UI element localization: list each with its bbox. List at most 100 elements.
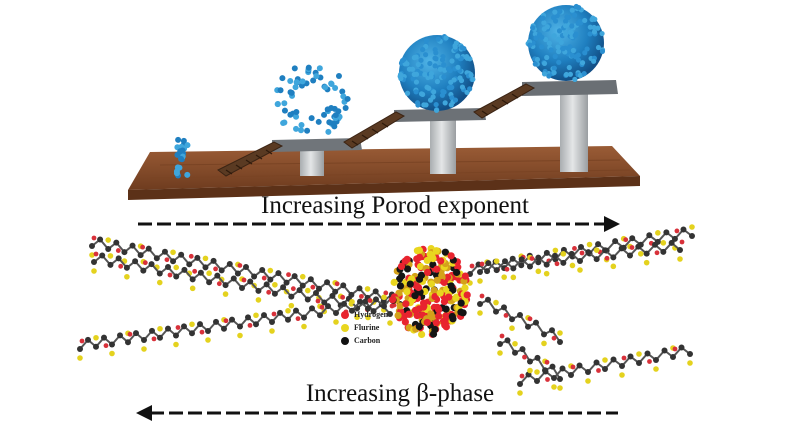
particle (591, 24, 597, 31)
atom (398, 272, 406, 280)
fluorine-atom (124, 273, 130, 280)
fluorine-atom (333, 319, 339, 325)
fluorine-atom (602, 357, 608, 363)
hydrogen-atom (151, 336, 157, 342)
carbon-atom (189, 330, 195, 337)
carbon-atom (251, 273, 258, 280)
particle (575, 57, 582, 63)
fluorine-atom (354, 314, 360, 321)
particle (567, 71, 574, 77)
carbon-atom (329, 292, 336, 299)
fluorine-atom (285, 307, 291, 314)
particle (422, 52, 429, 58)
atom (401, 257, 409, 265)
carbon-atom (518, 256, 525, 263)
particle (595, 25, 601, 31)
atom (423, 318, 431, 327)
particle (579, 60, 586, 66)
carbon-atom (161, 248, 168, 255)
legend-item-fluorine: Flurine (341, 321, 388, 334)
carbon-atom (629, 235, 636, 242)
carbon-atom (156, 270, 163, 277)
fluorine-atom (156, 279, 163, 286)
particle (339, 88, 346, 95)
fluorine-atom (653, 366, 659, 372)
carbon-atom (578, 244, 584, 250)
carbon-atom (497, 341, 503, 347)
particle (298, 127, 305, 134)
particle (567, 44, 573, 50)
fluorine-atom (349, 298, 355, 305)
fluorine-atom (637, 250, 644, 257)
particle (544, 54, 550, 61)
fluorine-atom (687, 360, 693, 366)
particle (310, 77, 317, 84)
carbon-atom (275, 270, 282, 277)
carbon-atom (315, 285, 322, 292)
carbon-atom (485, 260, 492, 267)
carbon-atom (646, 232, 653, 239)
carbon-atom (663, 229, 670, 236)
particle (174, 164, 181, 171)
particle (431, 89, 437, 95)
hydrogen-atom (237, 263, 243, 268)
carbon-atom (299, 282, 306, 289)
particle (590, 15, 596, 21)
carbon-atom (519, 346, 526, 353)
particle (556, 59, 562, 65)
particle (441, 74, 447, 80)
particle (582, 50, 588, 56)
carbon-atom (304, 296, 311, 303)
carbon-atom (493, 267, 500, 274)
porod-arrow (138, 216, 620, 232)
particle (599, 30, 605, 37)
carbon-atom (307, 276, 314, 283)
atom (432, 271, 441, 279)
carbon-atom (518, 262, 525, 269)
fluorine-atom (93, 334, 99, 341)
carbon-atom (259, 267, 266, 274)
atom (452, 294, 460, 302)
carbon-atom (678, 344, 685, 351)
fluorine-atom (509, 325, 515, 332)
hydrogen-atom (216, 281, 222, 287)
atom (418, 330, 426, 339)
fluorine-atom (560, 251, 567, 257)
carbon-atom (560, 259, 567, 266)
fluorine-atom (497, 350, 503, 356)
fluorine-swatch (341, 323, 349, 332)
carbon-atom (197, 269, 204, 276)
particle (321, 111, 328, 118)
carbon-atom (636, 360, 642, 366)
carbon-atom (610, 254, 617, 261)
fluorine-atom (105, 237, 112, 243)
fluorine-atom (552, 247, 559, 254)
carbon-atom (173, 273, 180, 280)
particle (584, 46, 590, 52)
hydrogen-atom (570, 364, 576, 370)
particle (274, 101, 281, 108)
carbon-atom (612, 238, 619, 245)
carbon-atom (115, 255, 122, 262)
particle (555, 48, 562, 55)
beta-phase-arrow (136, 405, 618, 421)
hydrogen-atom (241, 277, 247, 283)
fluorine-atom (610, 263, 617, 270)
fluorine-atom (189, 321, 195, 328)
hydrogen-atom (544, 359, 550, 365)
atom (433, 265, 441, 273)
atom (439, 317, 447, 326)
carbon-atom (321, 299, 328, 306)
carbon-atom (277, 309, 283, 316)
fluorine-atom (365, 314, 371, 321)
hydrogen-atom (315, 298, 321, 304)
particle (470, 76, 476, 83)
carbon-atom (509, 255, 516, 262)
particle (459, 84, 466, 90)
carbon-atom (247, 278, 254, 285)
atom (440, 297, 449, 306)
carbon-atom (255, 287, 262, 294)
hydrogen-atom (103, 343, 109, 349)
carbon-atom (484, 268, 491, 275)
carbon-atom (105, 246, 112, 253)
